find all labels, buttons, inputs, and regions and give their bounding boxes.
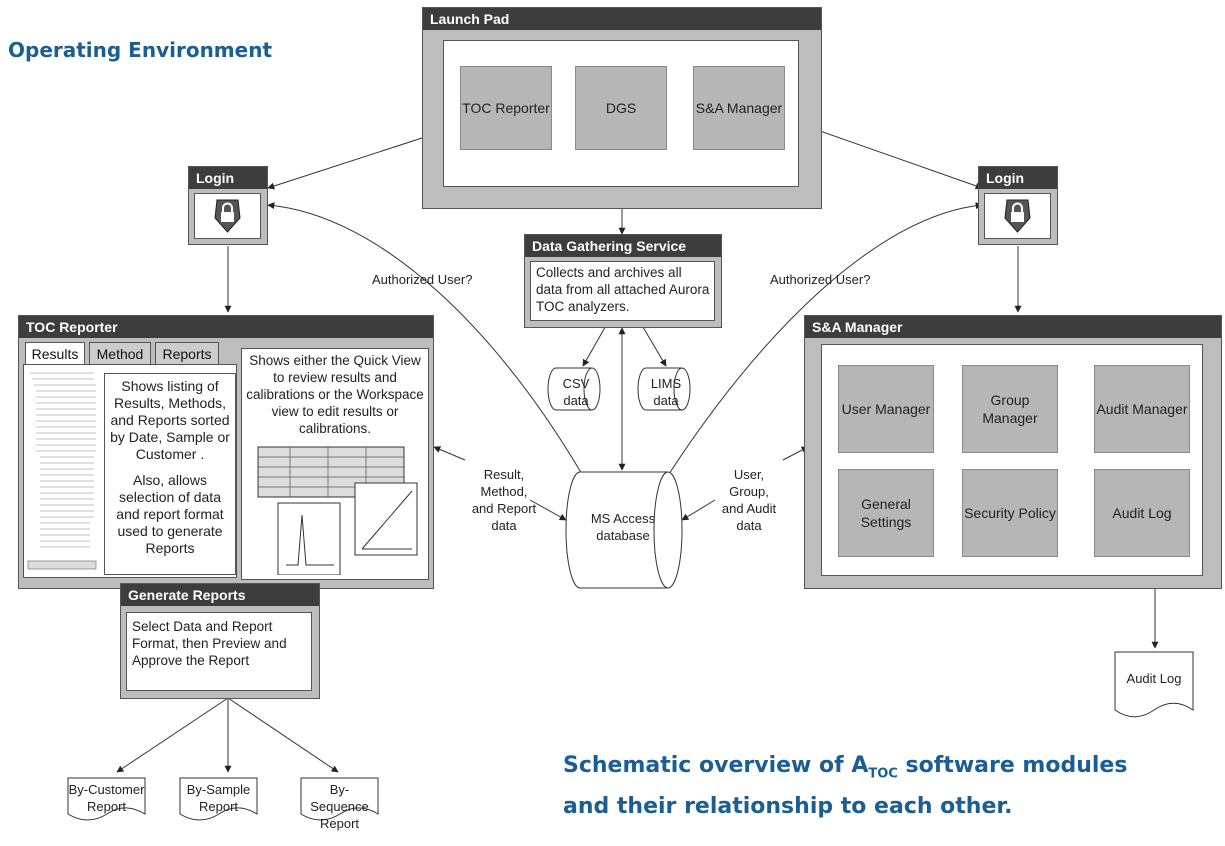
caption-line-1: Schematic overview of ATOC software modu… xyxy=(563,753,1128,782)
caption-line-2: and their relationship to each other. xyxy=(563,794,1013,820)
general-settings-button[interactable]: General Settings xyxy=(838,469,934,557)
dgs-body: Collects and archives all data from all … xyxy=(530,261,715,321)
login-left-panel: Login xyxy=(188,166,268,245)
also-text: Also, allows selection of data and repor… xyxy=(116,472,224,556)
lims-label: LIMS data xyxy=(650,376,682,408)
audit-log-doc xyxy=(1114,651,1194,718)
toc-reporter-panel: TOC Reporter Results Method Reports Show… xyxy=(18,315,434,589)
arrow-user-db xyxy=(681,499,716,521)
arrow-auth-left xyxy=(267,202,591,489)
sa-manager-title: S&A Manager xyxy=(805,316,1221,338)
arrow-user-sa xyxy=(782,446,809,461)
arrow-report-customer xyxy=(116,697,229,773)
user-manager-button[interactable]: User Manager xyxy=(838,365,934,453)
generate-reports-text: Select Data and Report Format, then Prev… xyxy=(132,619,287,668)
figure-caption: Schematic overview of ATOC software modu… xyxy=(563,749,1127,823)
page-title: Operating Environment xyxy=(8,38,273,62)
arrow-auth-right xyxy=(659,202,983,489)
authorized-right-label: Authorized User? xyxy=(770,272,871,287)
sa-manager-body: User Manager Group Manager Audit Manager… xyxy=(821,344,1203,576)
arrow-result-toc xyxy=(433,446,466,461)
by-sequence-doc xyxy=(300,777,379,821)
launch-toc-reporter-button[interactable]: TOC Reporter xyxy=(460,66,552,150)
launch-sa-manager-button[interactable]: S&A Manager xyxy=(693,66,785,150)
arrow-result-db xyxy=(529,499,567,521)
by-sample-doc xyxy=(179,777,258,821)
tab-results[interactable]: Results xyxy=(25,342,85,364)
login-right-title: Login xyxy=(979,167,1057,189)
tree-list[interactable] xyxy=(24,365,104,575)
login-left-title: Login xyxy=(189,167,267,189)
tab-reports[interactable]: Reports xyxy=(155,342,219,364)
launch-pad-title: Launch Pad xyxy=(423,8,821,30)
launch-dgs-button[interactable]: DGS xyxy=(575,66,667,150)
launch-pad-panel: Launch Pad TOC Reporter DGS S&A Manager xyxy=(422,7,822,209)
dgs-title: Data Gathering Service xyxy=(525,235,721,257)
database-label: MS Access database xyxy=(590,511,656,543)
login-left-body[interactable] xyxy=(194,193,261,239)
listing-text: Shows listing of Results, Methods, and R… xyxy=(110,378,230,462)
group-manager-button[interactable]: Group Manager xyxy=(962,365,1058,453)
audit-log-button[interactable]: Audit Log xyxy=(1094,469,1190,557)
toc-reporter-title: TOC Reporter xyxy=(19,316,433,338)
sa-manager-panel: S&A Manager User Manager Group Manager A… xyxy=(804,315,1222,589)
workspace-thumbnails xyxy=(257,446,418,575)
shield-lock-icon xyxy=(1004,199,1031,233)
login-right-body[interactable] xyxy=(984,193,1051,239)
by-customer-doc xyxy=(67,777,146,821)
quick-view-pane: Shows either the Quick View to review re… xyxy=(241,348,429,580)
launch-pad-body: TOC Reporter DGS S&A Manager xyxy=(443,40,799,187)
by-sample-label: By-Sample Report xyxy=(186,782,251,814)
by-customer-label: By-Customer Report xyxy=(68,782,145,814)
listing-callout: Shows listing of Results, Methods, and R… xyxy=(104,373,236,575)
by-sequence-label: By-Sequence Report xyxy=(310,782,369,831)
arrow-report-sequence xyxy=(227,697,339,773)
audit-log-doc-label: Audit Log xyxy=(1126,671,1182,686)
dgs-description: Collects and archives all data from all … xyxy=(536,265,710,314)
generate-reports-title: Generate Reports xyxy=(121,584,319,606)
results-tree-pane: Shows listing of Results, Methods, and R… xyxy=(23,364,237,578)
shield-lock-icon xyxy=(214,199,241,233)
csv-label: CSV data xyxy=(562,376,590,408)
generate-reports-panel: Generate Reports Select Data and Report … xyxy=(120,583,320,699)
user-data-label: User, Group, and Audit data xyxy=(721,467,777,533)
authorized-left-label: Authorized User? xyxy=(372,272,473,287)
generate-reports-body: Select Data and Report Format, then Prev… xyxy=(126,612,312,691)
tab-method[interactable]: Method xyxy=(89,342,151,364)
result-data-label: Result, Method, and Report data xyxy=(471,467,537,533)
quick-view-text: Shows either the Quick View to review re… xyxy=(246,353,424,436)
security-policy-button[interactable]: Security Policy xyxy=(962,469,1058,557)
audit-manager-button[interactable]: Audit Manager xyxy=(1094,365,1190,453)
dgs-panel: Data Gathering Service Collects and arch… xyxy=(524,234,722,328)
login-right-panel: Login xyxy=(978,166,1058,245)
